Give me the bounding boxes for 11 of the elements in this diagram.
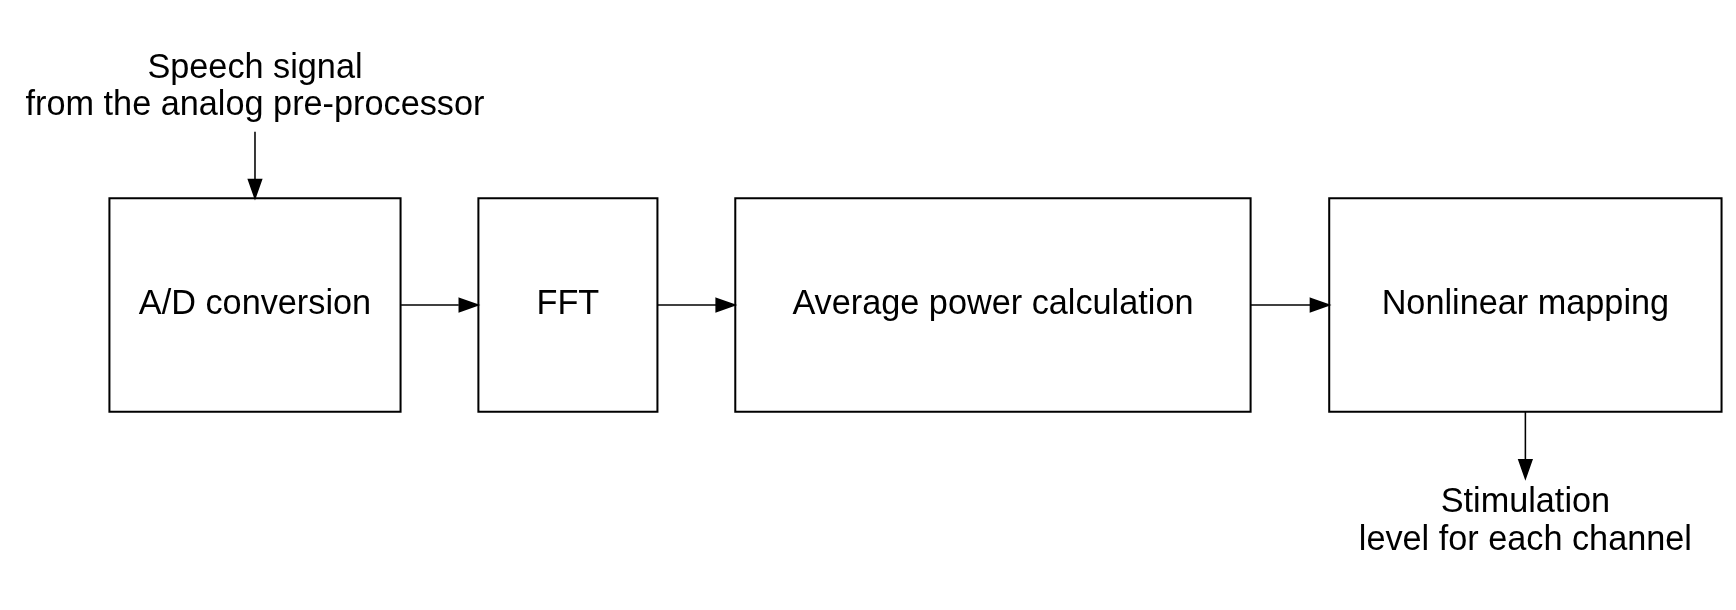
arrow	[400, 297, 481, 313]
arrow	[1250, 297, 1332, 313]
arrow	[656, 297, 738, 313]
node-box: Average power calculation	[734, 197, 1252, 413]
node-text: Speech signal from the analog pre-processor	[25, 46, 485, 123]
arrow	[1517, 410, 1533, 481]
node-text: Stimulation level for each channel	[1358, 481, 1692, 557]
arrow	[247, 130, 263, 201]
node-box: Nonlinear mapping	[1328, 197, 1723, 413]
node-box: FFT	[477, 197, 659, 413]
node-box: A/D conversion	[108, 197, 402, 413]
